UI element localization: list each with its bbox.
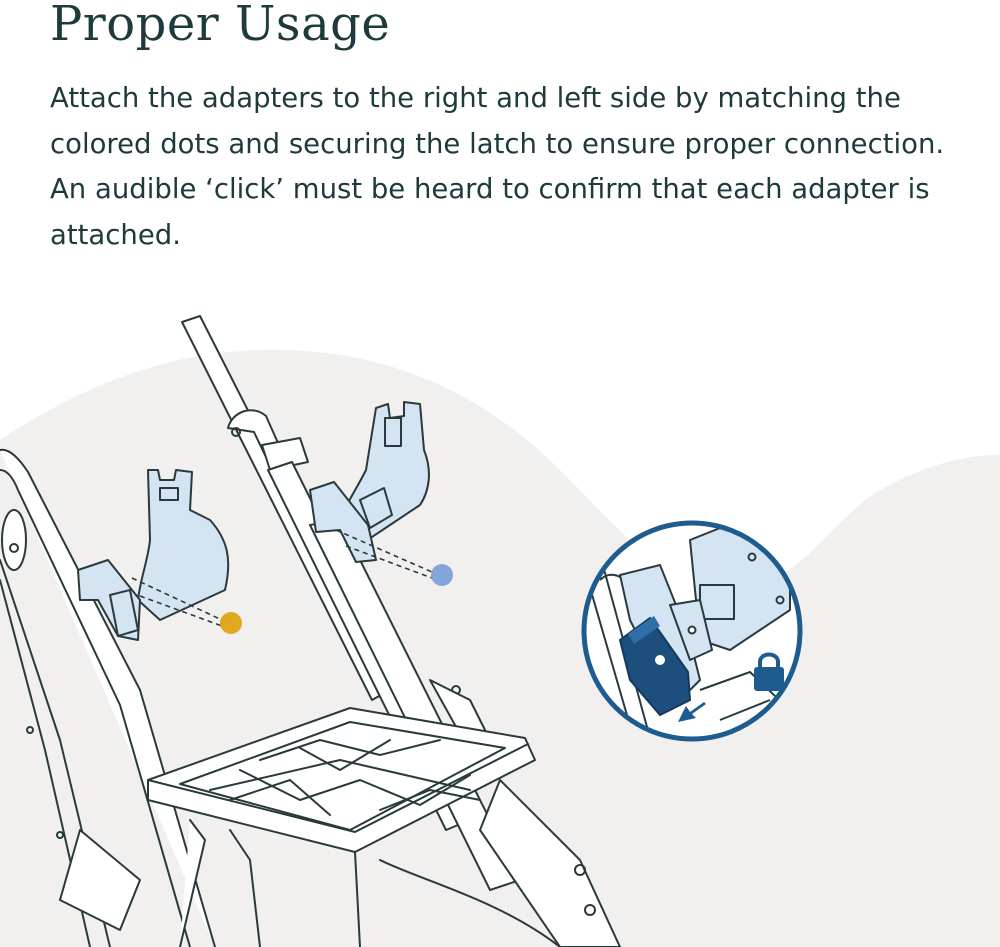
left-adapter	[77, 469, 230, 641]
lock-icon	[754, 652, 784, 691]
right-dot-leader	[335, 529, 433, 579]
storage-basket	[147, 707, 561, 947]
left-dot-leader	[131, 577, 223, 627]
right-adapter	[309, 401, 430, 563]
yellow-match-dot	[220, 612, 242, 634]
instructions-text: Attach the adapters to the right and lef…	[50, 82, 945, 251]
release-arrow-icon	[678, 702, 706, 722]
left-frame	[0, 448, 216, 947]
page-title: Proper Usage	[50, 0, 391, 52]
latch-button	[618, 616, 692, 717]
blue-match-dot	[431, 564, 453, 586]
latch-detail-callout	[581, 520, 803, 742]
